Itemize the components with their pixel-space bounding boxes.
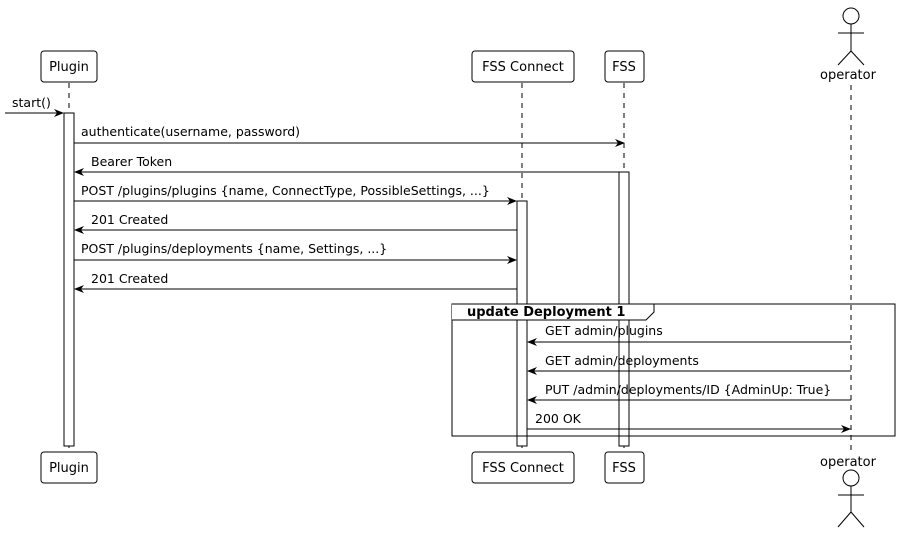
- message-bearer-token: Bearer Token: [74, 154, 619, 176]
- participant-plugin-bottom: Plugin: [40, 451, 98, 484]
- participant-fss-connect-bottom: FSS Connect: [471, 451, 575, 484]
- actor-operator-top: operator: [820, 7, 877, 83]
- message-post-plugins: POST /plugins/plugins {name, ConnectType…: [74, 183, 517, 205]
- message-label: PUT /admin/deployments/ID {AdminUp: True…: [545, 382, 831, 397]
- message-201-created-1: 201 Created: [74, 212, 517, 234]
- message-get-plugins: GET admin/plugins: [527, 323, 851, 346]
- actor-label: operator: [820, 455, 877, 470]
- message-post-deployments: POST /plugins/deployments {name, Setting…: [74, 241, 517, 264]
- message-200-ok: 200 OK: [527, 411, 851, 433]
- message-authenticate: authenticate(username, password): [74, 124, 625, 147]
- message-label: 201 Created: [91, 271, 168, 286]
- participant-label: FSS Connect: [482, 461, 564, 476]
- actor-operator-bottom: operator: [820, 455, 877, 528]
- participant-fss-connect-top: FSS Connect: [471, 50, 575, 83]
- participant-label: FSS: [612, 461, 636, 476]
- message-label: authenticate(username, password): [81, 124, 300, 139]
- actor-label: operator: [820, 68, 877, 83]
- message-label: GET admin/plugins: [545, 323, 663, 338]
- message-label: POST /plugins/deployments {name, Setting…: [81, 241, 387, 256]
- participant-plugin-top: Plugin: [40, 50, 98, 83]
- message-label: 201 Created: [91, 212, 168, 227]
- message-label: POST /plugins/plugins {name, ConnectType…: [81, 183, 490, 198]
- message-label: GET admin/deployments: [545, 353, 699, 368]
- message-start: start(): [5, 95, 64, 117]
- message-label: Bearer Token: [91, 154, 172, 169]
- participant-label: Plugin: [49, 461, 89, 476]
- activation-plugin: [63, 112, 75, 447]
- participant-label: FSS Connect: [482, 60, 564, 75]
- activation-fss-connect: [516, 200, 528, 447]
- message-201-created-2: 201 Created: [74, 271, 517, 293]
- participant-label: FSS: [612, 60, 636, 75]
- participant-label: Plugin: [49, 60, 89, 75]
- message-label: start(): [12, 95, 51, 110]
- message-label: 200 OK: [535, 411, 582, 426]
- frame-update-deployment: update Deployment 1: [451, 303, 896, 437]
- message-put-deployment: PUT /admin/deployments/ID {AdminUp: True…: [527, 382, 851, 404]
- participant-fss-bottom: FSS: [604, 451, 645, 484]
- message-get-deployments: GET admin/deployments: [527, 353, 851, 375]
- frame-title: update Deployment 1: [467, 305, 625, 320]
- participant-fss-top: FSS: [604, 50, 645, 83]
